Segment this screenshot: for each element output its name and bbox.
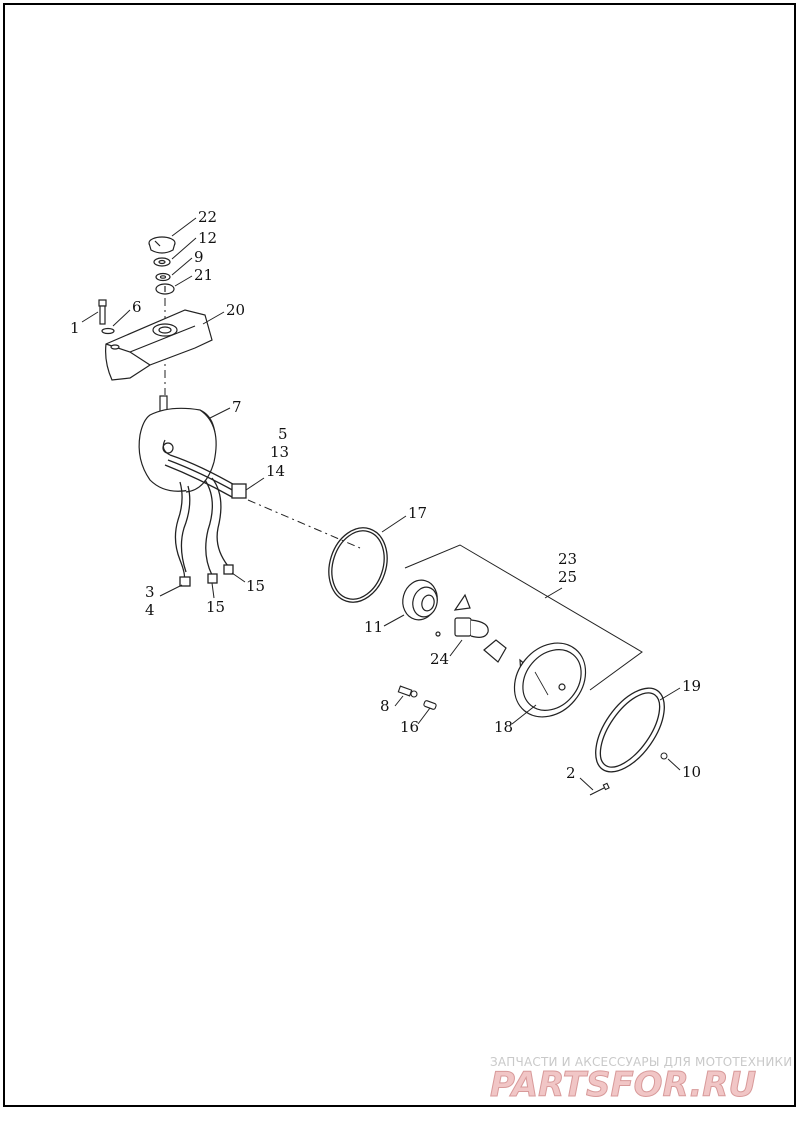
- callout-15-right: 15: [246, 577, 265, 595]
- callout-14: 14: [266, 462, 285, 480]
- page-border: [3, 3, 796, 1107]
- callout-10: 10: [682, 763, 701, 781]
- callout-1: 1: [70, 319, 80, 337]
- assembly-bracket: [404, 544, 643, 691]
- axis-line-diagonal: [247, 499, 361, 549]
- callout-25: 25: [558, 568, 577, 586]
- callout-18: 18: [494, 718, 513, 736]
- callout-17: 17: [408, 504, 427, 522]
- callout-13: 13: [270, 443, 289, 461]
- part-housing-cover: [105, 309, 213, 381]
- callout-15-left: 15: [206, 598, 225, 616]
- part-cap: [148, 236, 176, 254]
- part-headlamp-shell: [138, 395, 217, 493]
- watermark-logo: PARTSFOR.RU: [490, 1065, 756, 1105]
- callout-19: 19: [682, 677, 701, 695]
- part-bolt: [98, 299, 115, 335]
- callout-21: 21: [194, 266, 213, 284]
- part-washer: [155, 283, 175, 295]
- part-clip: [660, 752, 668, 760]
- callout-7: 7: [232, 398, 242, 416]
- part-sealed-beam: [513, 642, 587, 718]
- part-small-socket: [423, 700, 437, 710]
- callout-2: 2: [566, 764, 576, 782]
- callout-6: 6: [132, 298, 142, 316]
- part-screw: [589, 782, 610, 796]
- callout-24: 24: [430, 650, 449, 668]
- leader-lines: [81, 217, 681, 791]
- callout-8: 8: [380, 697, 390, 715]
- part-small-bulb: [397, 685, 418, 698]
- callout-16: 16: [400, 718, 419, 736]
- part-lock-washer: [155, 272, 171, 282]
- part-bulb: [435, 593, 507, 663]
- callout-9: 9: [194, 248, 204, 266]
- part-bulb-retainer: [402, 579, 438, 621]
- part-wiring: [164, 454, 247, 587]
- part-nut: [153, 257, 171, 267]
- callout-12: 12: [198, 229, 217, 247]
- callout-23: 23: [558, 550, 577, 568]
- watermark-caption: ЗАПЧАСТИ И АКСЕССУАРЫ ДЛЯ МОТОТЕХНИКИ: [490, 1055, 792, 1069]
- callout-22: 22: [198, 208, 217, 226]
- callout-11: 11: [364, 618, 383, 636]
- callout-4: 4: [145, 601, 155, 619]
- part-gasket-ring: [328, 527, 388, 603]
- part-trim-ring: [595, 687, 665, 773]
- callout-20: 20: [226, 301, 245, 319]
- callout-5: 5: [278, 425, 288, 443]
- callout-3: 3: [145, 583, 155, 601]
